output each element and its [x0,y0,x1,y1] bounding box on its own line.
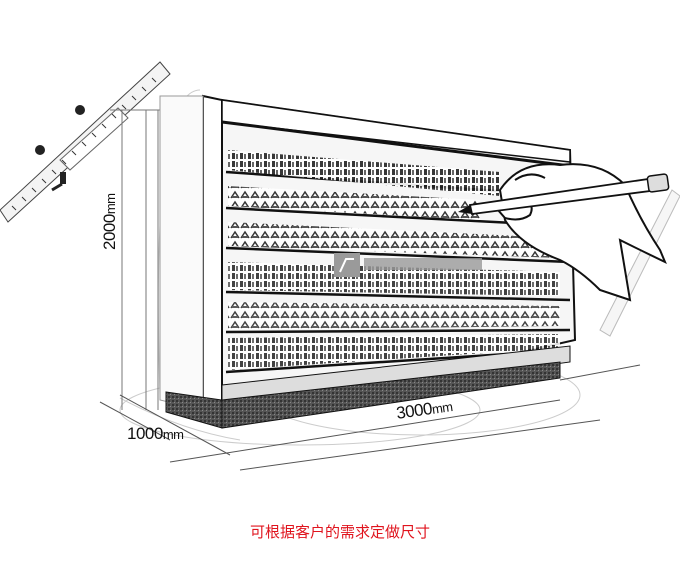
depth-unit: mm [162,427,184,442]
pencil-icon [458,173,670,215]
height-dimension-label: 2000mm [100,194,120,251]
custom-size-caption: 可根据客户的需求定做尺寸 [249,523,430,541]
ruler-icon [0,61,171,223]
height-dimension-lines [110,109,160,410]
depth-value: 1000 [127,424,163,443]
floor-dimension-lines [99,364,641,471]
depth-dimension-label: 1000mm [127,424,184,444]
width-unit: mm [430,399,454,417]
height-value: 2000 [100,214,119,250]
width-value: 3000 [395,399,434,423]
display-fridge [159,94,577,429]
height-unit: mm [103,193,118,215]
watermark-logo-icon [334,253,482,277]
